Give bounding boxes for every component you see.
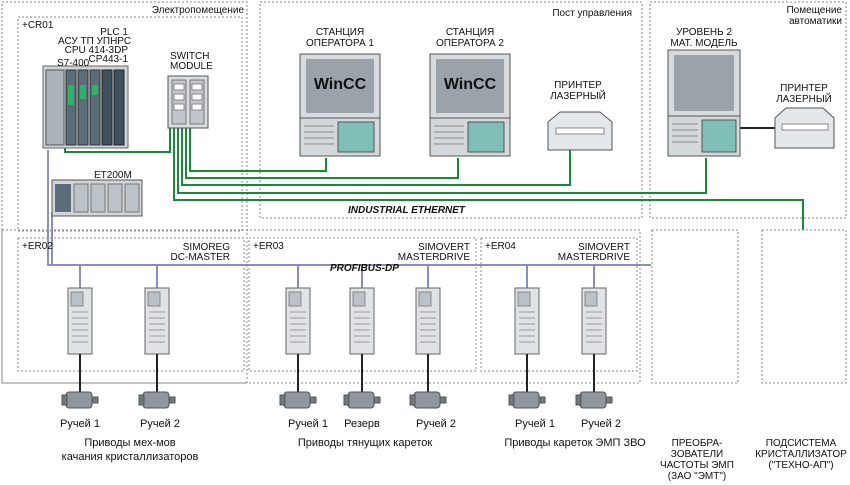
- cabinet-er04-frame: [480, 237, 638, 372]
- group-5-label-line3: ("ТЕХНО-АП"): [768, 460, 834, 471]
- zone-automation-label-line1: Помещение: [786, 5, 842, 16]
- zone-elektro-frame: [1, 1, 248, 384]
- motor-label-7: Ручей 2: [580, 418, 621, 430]
- group-3-label: Приводы кареток ЭМП ЗВО: [504, 437, 646, 449]
- motor-icon: [61, 384, 99, 409]
- cabinet-er02-label: +ER02: [22, 241, 53, 252]
- drive-units: [67, 287, 607, 384]
- drive-unit: [514, 287, 540, 384]
- cabinet-er04-label: +ER04: [485, 241, 516, 252]
- group-1-label-line2: качания кристаллизаторов: [61, 451, 199, 463]
- switch-label-line2: MODULE: [170, 61, 213, 72]
- printer-2-device: [774, 107, 835, 149]
- printer-1-device: [547, 111, 613, 151]
- motor-units: [61, 384, 613, 409]
- wincc-screen-text-2: WinCC: [443, 76, 497, 93]
- motor-label-6: Ручей 1: [514, 418, 555, 430]
- cabinet-cr01-label: +CR01: [22, 20, 54, 31]
- zone-post-label: Пост управления: [552, 8, 632, 19]
- motor-icon: [138, 384, 176, 409]
- motor-icon: [343, 384, 381, 409]
- s7-400-rack: [42, 65, 129, 149]
- simovert-2-label-line2: MASTERDRIVE: [557, 252, 630, 263]
- switch-label-line1: SWITCH: [170, 51, 210, 62]
- printer-1-label-line1: ПРИНТЕР: [554, 80, 602, 91]
- simovert-2-label-line1: SIMOVERT: [577, 242, 630, 253]
- station-op2-label-line2: ОПЕРАТОРА 2: [436, 38, 504, 49]
- drive-unit: [581, 287, 607, 384]
- drives-zone-frame: [1, 229, 641, 384]
- drive-unit: [349, 287, 375, 384]
- printer-2-label-line1: ПРИНТЕР: [780, 83, 828, 94]
- motor-icon: [508, 384, 546, 409]
- zone-elektro-label: Электропомещение: [151, 5, 244, 16]
- group-4-label-line4: (ЗАО "ЭМТ"): [667, 471, 727, 482]
- plc-label-line2: АСУ ТП УПНРС: [58, 36, 132, 47]
- simoreg-label-line2: DC-MASTER: [170, 252, 230, 263]
- cabinet-cr01-frame: [17, 16, 243, 232]
- simovert-1-label-line1: SIMOVERT: [417, 242, 470, 253]
- group-5-label-line1: ПОДСИСТЕМА: [765, 438, 837, 449]
- motor-icon: [279, 384, 317, 409]
- motor-label-4: Резерв: [344, 418, 380, 430]
- printer-1-label-line2: ЛАЗЕРНЫЙ: [550, 91, 606, 102]
- group-4-label-line2: ЗОВАТЕЛИ: [670, 449, 724, 460]
- group-1-label-line1: Приводы мех-мов: [84, 437, 176, 449]
- switch-module: [167, 75, 209, 129]
- ethernet-label: INDUSTRIAL ETHERNET: [348, 205, 466, 216]
- emp-converters-frame: [651, 229, 739, 384]
- printer-2-label-line2: ЛАЗЕРНЫЙ: [776, 94, 832, 105]
- zone-automation-frame: [649, 1, 847, 219]
- motor-icon: [575, 384, 613, 409]
- motor-label-2: Ручей 2: [139, 418, 180, 430]
- crystallizer-subsystem-frame: [761, 229, 847, 384]
- drive-unit: [415, 287, 441, 384]
- station-lvl2-label-line2: МАТ. МОДЕЛЬ: [670, 38, 738, 49]
- et200m-label: ET200M: [94, 170, 132, 181]
- plc-label-line4: CP443-1: [88, 54, 128, 65]
- cabinet-er03-label: +ER03: [253, 241, 284, 252]
- operator-station-1-computer: [299, 53, 381, 157]
- station-op2-label-line1: СТАНЦИЯ: [445, 27, 495, 38]
- motor-label-1: Ручей 1: [59, 418, 100, 430]
- station-lvl2-label-line1: УРОВЕНЬ 2: [675, 27, 733, 38]
- motor-label-3: Ручей 1: [287, 418, 328, 430]
- motor-label-5: Ручей 2: [415, 418, 456, 430]
- wincc-screen-text-1: WinCC: [313, 76, 367, 93]
- operator-station-2-computer: [429, 53, 511, 157]
- motor-icon: [409, 384, 447, 409]
- group-4-label-line3: ЧАСТОТЫ ЭМП: [660, 460, 734, 471]
- drive-unit: [285, 287, 311, 384]
- profibus-label: PROFIBUS-DP: [330, 263, 399, 274]
- cabinet-er02-frame: [17, 237, 245, 372]
- station-op1-label-line1: СТАНЦИЯ: [315, 27, 365, 38]
- drive-unit: [144, 287, 170, 384]
- simoreg-label-line1: SIMOREG: [182, 242, 230, 253]
- zone-automation-label-line2: автоматики: [788, 16, 842, 27]
- plc-label-line1: PLC 1: [100, 27, 128, 38]
- drive-unit: [67, 287, 93, 384]
- s7-400-label: S7-400: [57, 58, 90, 69]
- et200m-module: [51, 179, 143, 217]
- group-4-label-line1: ПРЕОБРА-: [671, 438, 723, 449]
- level-2-computer: [667, 49, 741, 157]
- plc-label-line3: CPU 414-3DP: [64, 45, 128, 56]
- group-2-label: Приводы тянущих кареток: [297, 437, 433, 449]
- station-op1-label-line2: ОПЕРАТОРА 1: [306, 38, 374, 49]
- ethernet-lines: [64, 110, 804, 230]
- zone-post-frame: [259, 1, 643, 219]
- group-5-label-line2: КРИСТАЛЛИЗАТОР: [755, 449, 847, 460]
- simovert-1-label-line2: MASTERDRIVE: [397, 252, 470, 263]
- profibus-line: [47, 150, 651, 288]
